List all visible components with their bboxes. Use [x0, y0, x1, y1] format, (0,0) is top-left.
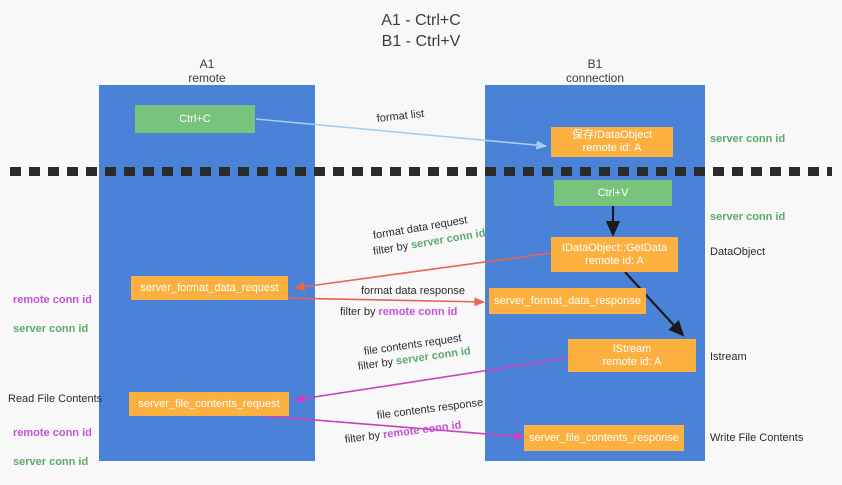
remote-conn-id-label: remote conn id [13, 294, 92, 306]
edge-label-filter-by-remote-conn-id-format: filter by remote conn id [340, 305, 457, 319]
right-annotation-istream: Istream [710, 351, 747, 363]
column-header-b1: B1 connection [565, 57, 625, 85]
remote-conn-id-text: remote conn id [378, 306, 458, 318]
node-istream[interactable]: IStream remote id: A [568, 339, 696, 372]
filter-by-text: filter by [344, 429, 381, 446]
phase-divider [10, 167, 832, 176]
server-conn-id-label: server conn id [13, 323, 89, 335]
filter-by-text: filter by [340, 306, 376, 318]
page-title: A1 - Ctrl+C B1 - Ctrl+V [381, 12, 461, 50]
right-annotation-dataobject: DataObject [710, 246, 766, 258]
left-annotation-conn-pair-top: remote conn id server conn id [13, 278, 92, 351]
edge-label-file-contents-response: file contents response [376, 396, 484, 422]
filter-by-text: filter by [372, 240, 410, 258]
remote-conn-id-label: remote conn id [13, 427, 92, 439]
remote-conn-id-text: remote conn id [382, 419, 463, 442]
edge-label-format-data-response: format data response [361, 285, 465, 297]
left-annotation-conn-pair-bottom: remote conn id server conn id [13, 411, 92, 484]
filter-by-text: filter by [357, 356, 394, 373]
column-header-a1: A1 remote [188, 57, 226, 85]
node-server-file-contents-request[interactable]: server_file_contents_request [129, 392, 289, 416]
node-server-format-data-request[interactable]: server_format_data_request [131, 276, 288, 300]
left-annotation-read-file-contents: Read File Contents [8, 393, 103, 405]
node-ctrl-v[interactable]: Ctrl+V [554, 180, 672, 206]
server-conn-id-label: server conn id [13, 456, 89, 468]
node-ctrl-c[interactable]: Ctrl+C [135, 105, 255, 133]
right-annotation-write-file-contents: Write File Contents [710, 432, 804, 444]
node-idataobject-getdata[interactable]: IDataObject::GetData remote id: A [551, 237, 678, 272]
node-server-format-data-response[interactable]: server_format_data_response [489, 288, 646, 314]
right-annotation-server-conn-id-bottom: server conn id [710, 211, 786, 223]
node-server-file-contents-response[interactable]: server_file_contents_response [524, 425, 684, 451]
node-save-idataobject[interactable]: 保存IDataObject remote id: A [551, 127, 673, 157]
edge-label-format-list: format list [376, 107, 425, 125]
right-annotation-server-conn-id-top: server conn id [710, 133, 786, 145]
edge-label-filter-by-remote-conn-id-file: filter by remote conn id [344, 418, 462, 447]
